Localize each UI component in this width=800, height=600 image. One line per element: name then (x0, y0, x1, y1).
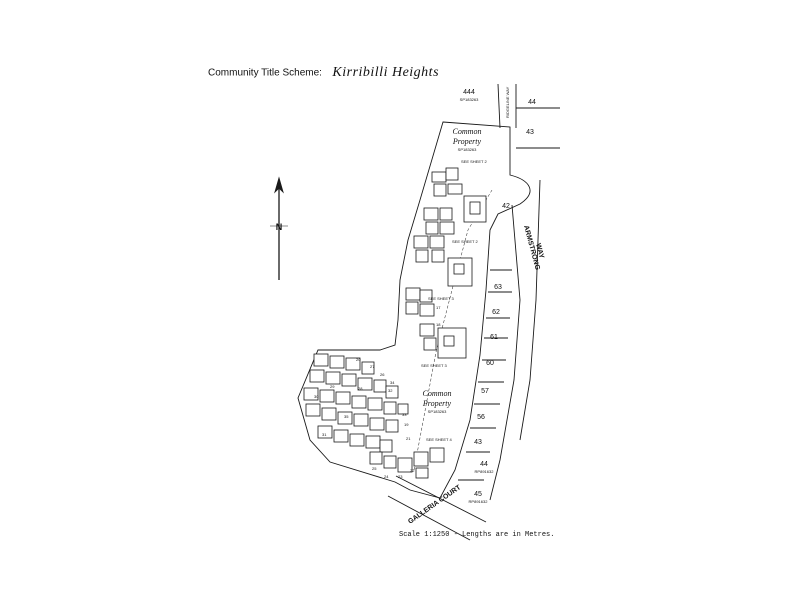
lot-42: 42 (502, 203, 510, 210)
unit-23: 23 (398, 474, 403, 479)
lot-45-number: 45 (474, 491, 482, 498)
common-property-1-line1: Common (453, 127, 482, 136)
unit-19: 19 (404, 422, 409, 427)
ridgeline-way-road (497, 83, 517, 129)
lot-60: 60 (486, 360, 494, 367)
lot-56: 56 (477, 414, 485, 421)
common-property-1-line2: Property (452, 137, 482, 146)
common-property-2-line2: Property (422, 399, 452, 408)
unit-35: 35 (344, 414, 349, 419)
lot-61: 61 (490, 334, 498, 341)
unit-26: 26 (380, 372, 385, 377)
unit-30: 30 (314, 394, 319, 399)
cluster-e (419, 323, 467, 359)
street-way: WAY (534, 243, 545, 260)
unit-18: 18 (436, 322, 441, 327)
unit-22: 22 (410, 468, 415, 473)
scheme-title: Community Title Scheme: Kirribilli Heigh… (208, 64, 439, 82)
lot-63: 63 (494, 284, 502, 291)
unit-24: 24 (384, 474, 389, 479)
lot-44-top: 44 (528, 99, 536, 106)
unit-25: 25 (372, 466, 377, 471)
see-sheet-1: SEE SHEET 2 (461, 159, 487, 164)
title-prefix: Community Title Scheme: (208, 67, 322, 79)
street-ridgeline: RIDGELINE WAY (505, 86, 510, 118)
scheme-boundary (297, 121, 531, 499)
armstrong-way-road (489, 179, 541, 501)
street-galleria-court: GALLERIA COURT (407, 484, 463, 526)
unit-20: 20 (356, 357, 361, 362)
common-property-2-plan: SP183263 (428, 409, 447, 414)
see-sheet-5: SEE SHEET 4 (426, 437, 452, 442)
lot-44-lower-plan: RP891632 (475, 469, 495, 474)
lot-45-plan: RP891632 (469, 499, 489, 504)
unit-27: 27 (370, 364, 375, 369)
unit-29: 29 (330, 384, 335, 389)
scale-note: Scale 1:1250 - Lengths are in Metres. (399, 531, 555, 539)
common-property-2-line1: Common (423, 389, 452, 398)
unit-34: 34 (390, 380, 395, 385)
cluster-c (413, 235, 473, 287)
building-clusters (303, 167, 487, 479)
unit-17: 17 (436, 305, 441, 310)
lot-44-lower-number: 44 (480, 461, 488, 468)
unit-21: 21 (406, 436, 411, 441)
see-sheet-2: SEE SHEET 2 (452, 239, 478, 244)
north-arrow (270, 176, 288, 280)
unit-31: 31 (322, 432, 327, 437)
lot-43-lower: 43 (474, 439, 482, 446)
common-property-1-plan: SP183263 (458, 147, 477, 152)
lot-57: 57 (481, 388, 489, 395)
galleria-court-road (387, 475, 487, 541)
unit-33: 33 (402, 412, 407, 417)
north-label: N (276, 222, 283, 232)
cluster-b (423, 207, 455, 235)
lot-444-number: 444 (463, 89, 475, 96)
unit-28: 28 (358, 386, 363, 391)
cluster-a (431, 167, 487, 223)
lot-62: 62 (492, 309, 500, 316)
lot-43-top: 43 (526, 129, 534, 136)
see-sheet-3: SEE SHEET 3 (428, 296, 454, 301)
east-lot-lines (458, 107, 560, 481)
plan-linework (270, 83, 560, 541)
see-sheet-4: SEE SHEET 3 (421, 363, 447, 368)
cluster-d (405, 287, 435, 317)
unit-32: 32 (388, 388, 393, 393)
cluster-south-west (303, 353, 445, 479)
title-scheme-name: Kirribilli Heights (332, 64, 440, 80)
lot-444-plan: SP183263 (460, 97, 479, 102)
